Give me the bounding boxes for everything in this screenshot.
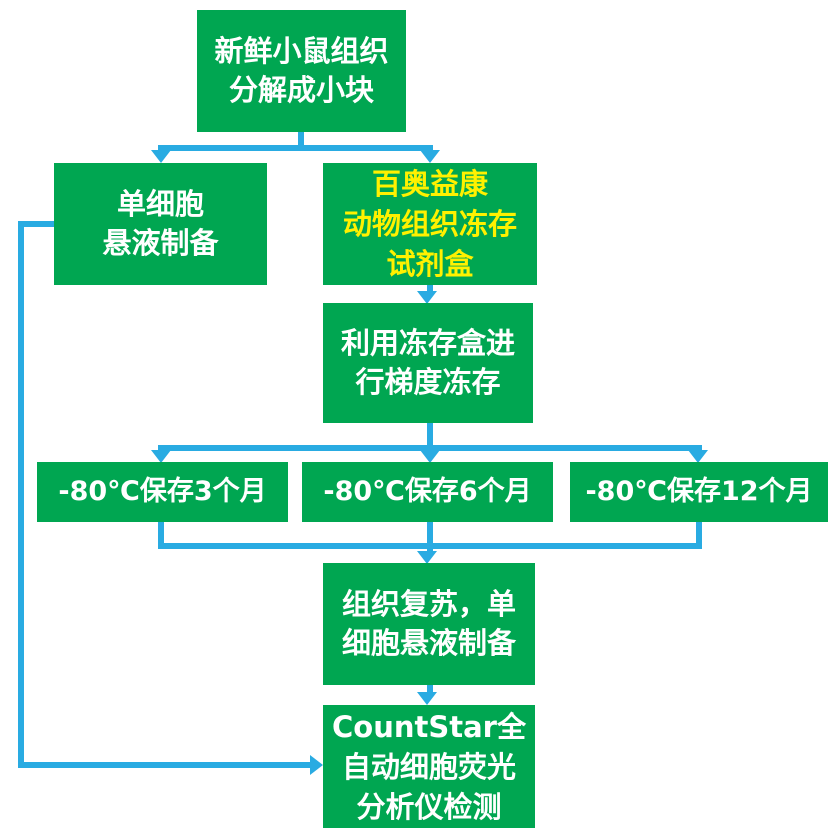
connector-bypass-vertical — [18, 221, 24, 768]
node-store-6-months: -80℃保存6个月 — [302, 462, 553, 522]
node-text-line: -80℃保存6个月 — [323, 476, 532, 507]
connector-merge-right — [696, 520, 702, 549]
node-text-line: 试剂盒 — [386, 247, 474, 281]
arrowhead-down-icon — [417, 291, 437, 304]
connector-freeze-stub — [427, 421, 433, 451]
connector-kit-to-freeze — [427, 283, 433, 293]
node-fresh-tissue: 新鲜小鼠组织 分解成小块 — [197, 10, 406, 132]
node-text-line: 利用冻存盒进 — [340, 326, 515, 360]
connector-top-stub — [298, 130, 304, 151]
connector-bypass-in — [18, 762, 311, 768]
node-countstar-analysis: CountStar全 自动细胞荧光 分析仪检测 — [323, 705, 535, 828]
connector-merge-left — [158, 520, 164, 549]
connector-bypass-out — [18, 221, 58, 227]
node-text-line: 自动细胞荧光 — [341, 749, 516, 784]
node-text-line: CountStar全 — [332, 709, 526, 744]
node-text-line: 行梯度冻存 — [355, 365, 501, 399]
connector-split2-horizontal — [158, 445, 702, 451]
node-text-line: 组织复苏，单 — [341, 587, 516, 621]
node-text-line: 分析仪检测 — [356, 789, 502, 824]
node-text-line: 分解成小块 — [228, 73, 374, 107]
node-text-line: -80℃保存3个月 — [58, 476, 267, 507]
connector-merge-center — [427, 520, 433, 552]
node-tissue-recovery: 组织复苏，单 细胞悬液制备 — [323, 563, 535, 685]
arrowhead-down-icon — [688, 450, 708, 463]
arrowhead-down-icon — [151, 150, 171, 163]
arrowhead-right-icon — [310, 755, 323, 775]
node-text-line: 动物组织冻存 — [342, 207, 517, 241]
connector-split1-horizontal — [158, 145, 433, 151]
arrowhead-down-icon — [417, 692, 437, 705]
node-store-3-months: -80℃保存3个月 — [37, 462, 288, 522]
arrowhead-down-icon — [420, 150, 440, 163]
node-store-12-months: -80℃保存12个月 — [570, 462, 828, 522]
arrowhead-down-icon — [420, 450, 440, 463]
node-cryopreservation-kit: 百奥益康 动物组织冻存 试剂盒 — [323, 163, 537, 285]
node-text-line: 新鲜小鼠组织 — [214, 34, 389, 68]
node-text-line: -80℃保存12个月 — [585, 476, 813, 507]
node-text-line: 悬液制备 — [102, 226, 219, 260]
node-text-line: 细胞悬液制备 — [341, 626, 516, 660]
node-gradient-freeze: 利用冻存盒进 行梯度冻存 — [323, 303, 533, 423]
node-text-line: 百奥益康 — [371, 167, 488, 201]
node-single-cell-suspension: 单细胞 悬液制备 — [54, 163, 267, 285]
arrowhead-down-icon — [417, 551, 437, 564]
node-text-line: 单细胞 — [116, 187, 204, 221]
arrowhead-down-icon — [151, 450, 171, 463]
connector-recovery-to-countstar — [427, 683, 433, 694]
